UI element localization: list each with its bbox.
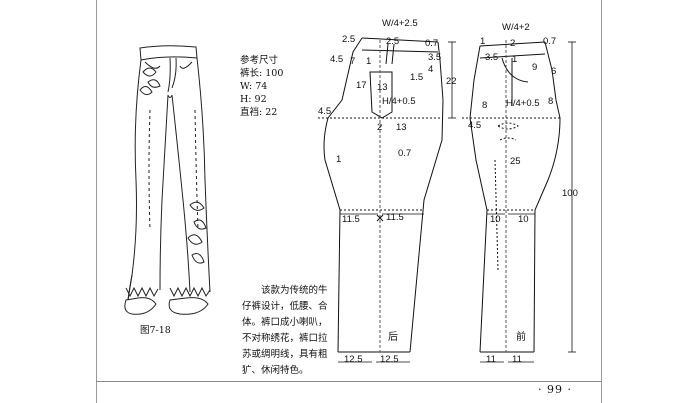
figure-label: 图7-18	[140, 325, 171, 336]
back-waist-formula: W/4+2.5	[382, 18, 418, 29]
svg-text:1: 1	[512, 54, 517, 65]
svg-text:1: 1	[366, 56, 371, 67]
svg-text:4.5: 4.5	[330, 54, 343, 65]
svg-text:1: 1	[480, 36, 485, 47]
svg-text:10: 10	[490, 214, 501, 225]
svg-text:9: 9	[532, 62, 537, 73]
svg-text:2: 2	[377, 122, 382, 133]
total-length-label: 100	[562, 188, 578, 199]
page-frame-right	[601, 0, 602, 403]
svg-text:1: 1	[336, 154, 341, 165]
svg-text:2: 2	[510, 38, 515, 49]
rise-depth-label: 22	[446, 76, 457, 87]
reference-item: H: 92	[240, 94, 267, 105]
svg-text:11.5: 11.5	[386, 212, 404, 223]
svg-text:13: 13	[377, 82, 388, 93]
svg-text:6: 6	[551, 66, 556, 77]
svg-text:12.5: 12.5	[380, 354, 399, 365]
dimension-labels: 22 100	[446, 76, 578, 199]
front-hip-formula: H/4+0.5	[506, 98, 540, 109]
dimension-lines	[338, 41, 576, 363]
svg-text:12.5: 12.5	[344, 354, 363, 365]
svg-text:25: 25	[510, 156, 521, 167]
svg-text:7: 7	[350, 56, 355, 67]
reference-item: 裤长: 100	[240, 68, 284, 79]
svg-text:13: 13	[396, 122, 407, 133]
back-panel-name: 后	[388, 331, 398, 343]
svg-text:3.5: 3.5	[428, 52, 441, 63]
bottom-rule	[96, 381, 601, 382]
svg-text:1.5: 1.5	[410, 72, 423, 83]
svg-text:11: 11	[512, 354, 522, 365]
reference-item: 直裆: 22	[240, 107, 278, 118]
svg-text:17: 17	[356, 80, 367, 91]
svg-text:11: 11	[486, 354, 496, 365]
front-panel-name: 前	[516, 330, 526, 343]
svg-text:10: 10	[518, 214, 529, 225]
svg-text:3.5: 3.5	[485, 52, 498, 63]
page-frame-left	[96, 0, 97, 403]
svg-text:8: 8	[548, 96, 553, 107]
front-panel-labels: W/4+2 1 2 0.7 3.5 1 9 6 8 8 H/4+0.5 4.5 …	[468, 22, 556, 365]
svg-text:4: 4	[428, 64, 433, 75]
svg-text:4.5: 4.5	[468, 120, 481, 131]
svg-text:4.5: 4.5	[318, 106, 331, 117]
back-panel-labels: W/4+2.5 2.5 2.5 0.7 4.5 7 1 3.5 4 13 17 …	[318, 18, 441, 365]
reference-sizes: 参考尺寸 裤长: 100 W: 74 H: 92 直裆: 22	[240, 54, 283, 119]
svg-text:8: 8	[482, 100, 487, 111]
back-pattern-panel	[318, 37, 444, 353]
svg-text:0.7: 0.7	[398, 148, 411, 159]
front-pattern-panel	[462, 40, 561, 353]
reference-title: 参考尺寸	[240, 55, 279, 66]
front-waist-formula: W/4+2	[502, 22, 530, 33]
svg-text:2.5: 2.5	[386, 36, 399, 47]
jeans-illustration	[124, 45, 211, 315]
style-description: 该款为传统的牛仔裤设计，低腰、合体。裤口成小喇叭，不对称绣花，裤口拉苏或绸明线，…	[242, 285, 328, 376]
page-number: · 99 ·	[538, 383, 572, 396]
back-hip-formula: H/4+0.5	[382, 96, 416, 107]
svg-text:2.5: 2.5	[342, 34, 355, 45]
svg-text:0.7: 0.7	[543, 36, 556, 47]
svg-text:0.7: 0.7	[425, 38, 438, 49]
svg-text:11.5: 11.5	[342, 214, 360, 225]
reference-item: W: 74	[240, 81, 268, 92]
